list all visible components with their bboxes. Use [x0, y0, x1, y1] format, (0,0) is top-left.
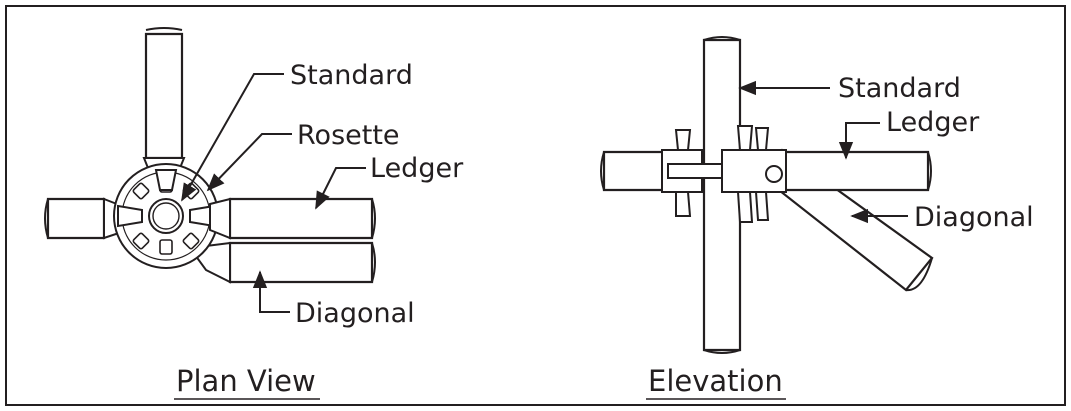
elevation-leaders [738, 80, 908, 224]
plan-view-caption: Plan View [176, 364, 316, 398]
plan-view-leaders [181, 73, 366, 313]
elevation-caption: Elevation [648, 364, 783, 398]
elev-label-standard: Standard [838, 73, 961, 104]
elev-label-diagonal: Diagonal [914, 202, 1034, 233]
plan-label-diagonal: Diagonal [295, 298, 415, 329]
plan-label-standard: Standard [290, 60, 413, 91]
diagram-border [5, 5, 1066, 406]
plan-label-ledger: Ledger [370, 153, 464, 184]
elevation-drawing [600, 36, 934, 354]
plan-label-rosette: Rosette [297, 120, 400, 151]
elev-label-ledger: Ledger [886, 107, 980, 138]
